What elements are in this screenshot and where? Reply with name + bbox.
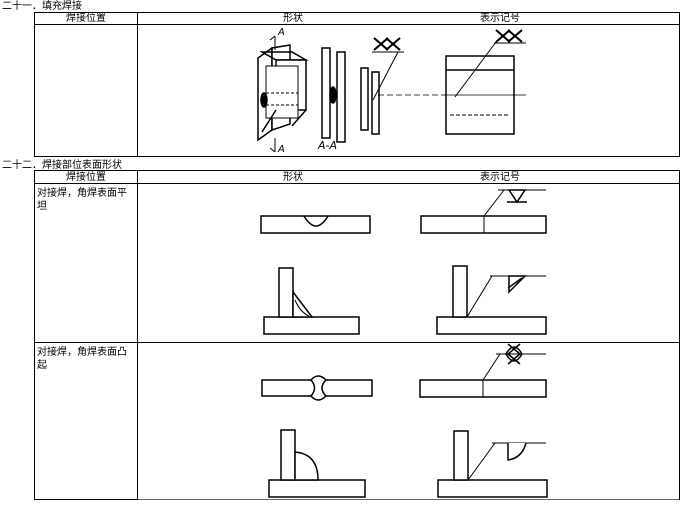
- table22-col-divider: [137, 170, 138, 500]
- table22-right-border: [679, 170, 680, 500]
- flat-butt-weld-shape: [260, 215, 371, 234]
- table22-left-border: [34, 170, 35, 500]
- row-flat-position: 对接焊，角焊表面平坦: [37, 188, 127, 212]
- section-22-title: 二十二．焊接部位表面形状: [2, 160, 122, 171]
- cut-label-bottom: A: [278, 144, 285, 155]
- convex-fillet-weld-shape: [268, 429, 366, 498]
- plug-weld-section-profile: [321, 47, 346, 143]
- table22-header-border: [34, 183, 680, 184]
- table21-bottom-border: [34, 156, 680, 157]
- table21-header-border: [34, 24, 680, 25]
- flat-fillet-weld-symbol: [436, 265, 547, 335]
- table21-top-border: [34, 12, 680, 13]
- table22-header-shape: 形状: [283, 172, 303, 183]
- table22-bottom-border-right: [138, 499, 680, 500]
- section-label-a-a: A-A: [318, 139, 338, 152]
- table22-row-divider: [34, 342, 680, 343]
- table21-header-position: 焊接位置: [66, 13, 106, 24]
- table21-right-border: [679, 12, 680, 157]
- table21-left-border: [34, 12, 35, 157]
- plug-weld-3d-plates: [257, 44, 309, 142]
- flat-butt-weld-symbol: [420, 189, 547, 234]
- table22-bottom-border-left: [34, 499, 138, 500]
- table21-header-symbol: 表示记号: [480, 13, 520, 24]
- row-convex-position: 对接焊，角焊表面凸起: [37, 347, 127, 371]
- flat-fillet-weld-shape: [263, 267, 360, 335]
- cut-label-top: A: [278, 27, 285, 38]
- table22-header-position: 焊接位置: [66, 172, 106, 183]
- table22-header-symbol: 表示记号: [480, 172, 520, 183]
- table22-top-border: [34, 170, 680, 171]
- plug-weld-symbol-front: [445, 29, 526, 135]
- section-21-title: 二十一．填充焊接: [2, 1, 82, 12]
- table21-header-shape: 形状: [283, 13, 303, 24]
- table21-col-divider: [137, 12, 138, 157]
- section-cut-marks: [269, 35, 276, 153]
- convex-fillet-weld-symbol: [437, 430, 548, 498]
- convex-butt-weld-symbol: [419, 343, 547, 398]
- convex-butt-weld-shape: [261, 375, 373, 401]
